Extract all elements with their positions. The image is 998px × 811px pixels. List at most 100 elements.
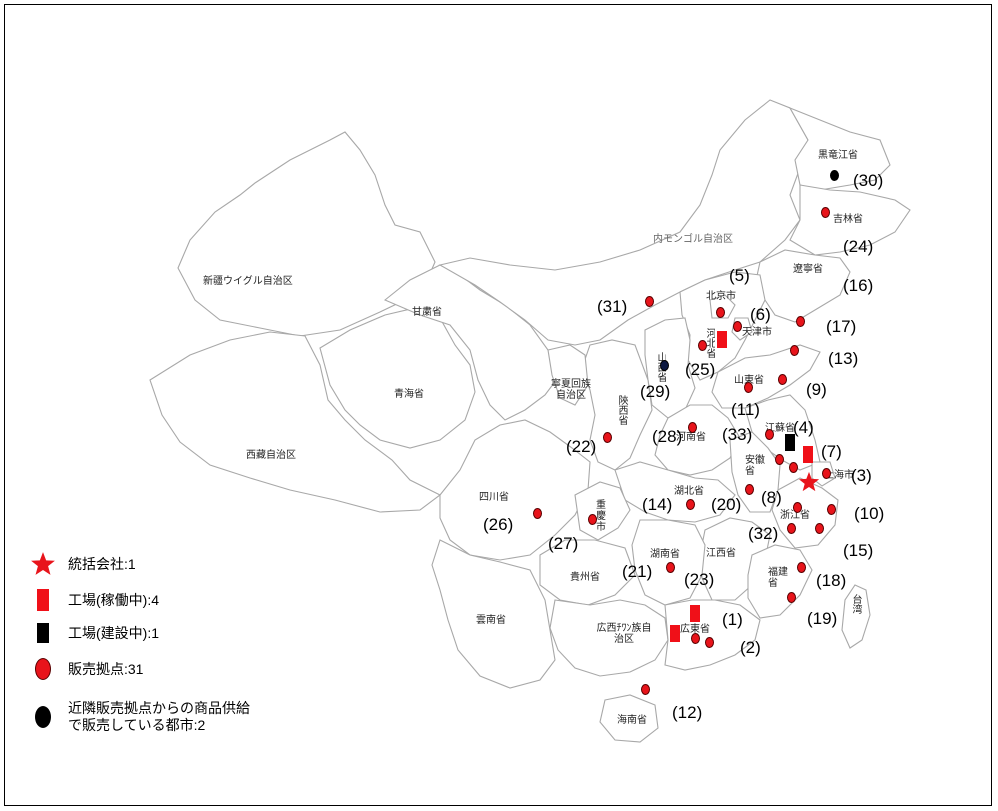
legend-sales-base-text: 販売拠点:31: [68, 660, 144, 677]
label-num-18: (18): [816, 571, 847, 590]
province-yunnan: [431, 539, 556, 689]
label-num-2: (2): [740, 638, 761, 657]
legend-star-icon: [30, 551, 56, 577]
label-qinghai: 青海省: [394, 389, 424, 400]
marker-sales-2: [705, 637, 714, 648]
label-guangdong: 広東省: [680, 624, 710, 635]
province-hubei: [614, 461, 736, 523]
marker-sales-1: [691, 633, 700, 644]
marker-factory-guangdong-2: [670, 625, 680, 642]
marker-sales-5: [716, 307, 725, 318]
label-heilongjiang: 黒竜江省: [818, 150, 858, 161]
label-num-33: (33): [722, 425, 753, 444]
label-guizhou: 貴州省: [570, 572, 600, 583]
label-shaanxi: 陝西省: [616, 395, 627, 425]
legend-supply-dot-icon: [30, 706, 56, 728]
label-jiangsu: 江蘇省: [765, 423, 795, 434]
label-num-22: (22): [566, 437, 597, 456]
province-tibet: [149, 331, 442, 513]
marker-sales-33: [765, 429, 774, 440]
province-shanxi: [644, 317, 696, 419]
legend-factory-construction-icon: [30, 623, 56, 643]
marker-sales-8: [745, 484, 754, 495]
label-num-3: (3): [851, 466, 872, 485]
province-fujian: [747, 544, 813, 619]
province-guangdong: [664, 599, 761, 671]
marker-sales-21: [666, 562, 675, 573]
label-chongqing: 重慶市: [596, 500, 606, 533]
label-num-14: (14): [642, 495, 673, 514]
label-yunnan: 雲南省: [476, 615, 506, 626]
province-heilongjiang: [788, 106, 891, 191]
marker-sales-32b: [793, 502, 802, 513]
legend-factory-construction-text: 工場(建設中):1: [68, 624, 159, 641]
label-jilin: 吉林省: [833, 214, 863, 225]
province-chongqing: [574, 481, 631, 541]
marker-factory-hebei: [717, 331, 727, 348]
label-sichuan: 四川省: [479, 492, 509, 503]
label-taiwan: 台湾: [850, 594, 861, 614]
label-num-32: (32): [748, 524, 779, 543]
marker-factory-jiangsu: [803, 446, 813, 463]
marker-sales-32: [787, 523, 796, 534]
marker-sales-11: [744, 382, 753, 393]
label-num-4: (4): [793, 418, 814, 437]
label-tibet: 西藏自治区: [246, 450, 296, 461]
marker-sales-4: [775, 454, 784, 465]
marker-sales-13: [790, 345, 799, 356]
marker-supply-29: [660, 360, 669, 371]
marker-sales-31: [645, 296, 654, 307]
label-xinjiang: 新疆ウイグル自治区: [203, 276, 293, 287]
province-jilin: [789, 184, 911, 256]
label-num-5: (5): [729, 266, 750, 285]
marker-sales-27: [588, 514, 597, 525]
label-num-21: (21): [622, 562, 653, 581]
marker-factory-construction: [785, 434, 795, 451]
province-hainan: [599, 694, 659, 743]
legend-factory-running-text: 工場(稼働中):4: [68, 591, 159, 608]
label-hainan: 海南省: [617, 715, 647, 726]
legend-nearby-supply: 近隣販売拠点からの商品供給 で販売している都市:2: [30, 700, 250, 734]
marker-sales-17: [796, 316, 805, 327]
marker-sales-12: [641, 684, 650, 695]
label-num-13: (13): [828, 349, 859, 368]
marker-sales-28: [688, 422, 697, 433]
label-fujian: 福建省: [768, 567, 788, 589]
label-num-16: (16): [843, 276, 874, 295]
label-hebei: 河北省: [704, 328, 715, 358]
label-num-28: (28): [652, 427, 683, 446]
legend-hq-text: 統括会社:1: [68, 555, 136, 572]
label-num-20: (20): [711, 495, 742, 514]
label-num-8: (8): [761, 488, 782, 507]
label-num-6: (6): [750, 305, 771, 324]
marker-sales-6: [733, 321, 742, 332]
marker-sales-18: [797, 562, 806, 573]
marker-sales-10: [827, 504, 836, 515]
legend-factory-construction: 工場(建設中):1: [30, 623, 159, 643]
province-shandong: [711, 344, 821, 409]
legend-factory-running-icon: [30, 589, 56, 611]
province-anhui: [729, 431, 781, 513]
label-zhejiang: 浙江省: [780, 510, 810, 521]
legend-hq: 統括会社:1: [30, 551, 136, 577]
label-num-9: (9): [806, 380, 827, 399]
marker-sales-26: [533, 508, 542, 519]
label-num-1: (1): [722, 610, 743, 629]
label-tianjin: 天津市: [742, 327, 772, 338]
label-num-29: (29): [640, 382, 671, 401]
marker-sales-3: [822, 468, 831, 479]
label-beijing: 北京市: [706, 291, 736, 302]
label-hubei: 湖北省: [674, 486, 704, 497]
label-henan: 河南省: [676, 432, 706, 443]
legend-sales-base: 販売拠点:31: [30, 658, 143, 680]
label-num-7: (7): [821, 442, 842, 461]
label-num-25: (25): [685, 360, 716, 379]
label-num-31: (31): [597, 297, 628, 316]
label-liaoning: 遼寧省: [793, 264, 823, 275]
province-guizhou: [539, 539, 636, 606]
label-shandong: 山東省: [734, 375, 764, 386]
province-taiwan: [841, 584, 871, 649]
label-num-17: (17): [826, 317, 857, 336]
marker-hq-star: [798, 471, 820, 492]
